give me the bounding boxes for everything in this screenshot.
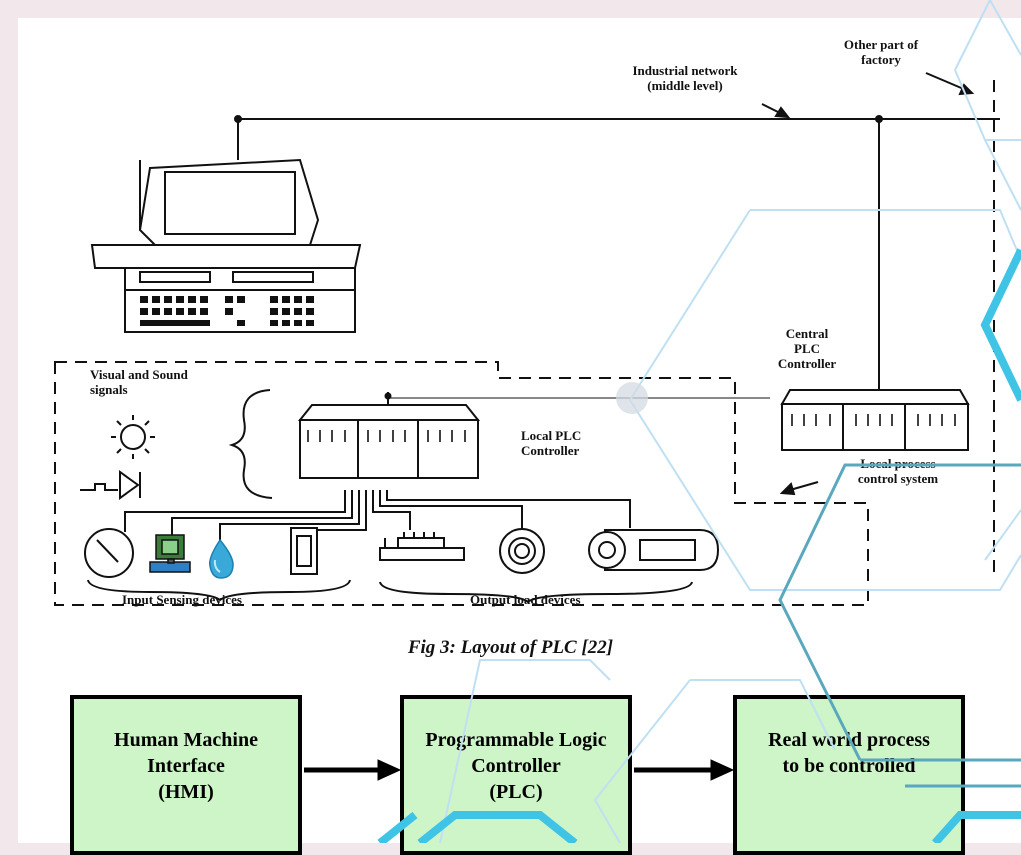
actuator-icon [379, 532, 465, 561]
gauge-icon [84, 528, 134, 578]
ring-icon [499, 528, 545, 574]
computer-icon [90, 158, 362, 333]
motor-icon [588, 529, 720, 571]
signals-brace [228, 389, 273, 499]
valve-icon [149, 534, 191, 573]
sun-icon [111, 415, 155, 459]
diode-icon [80, 470, 141, 500]
central-plc-rack-icon [780, 389, 970, 451]
input-devices-label: Input Sensing devices [122, 592, 242, 607]
input-devices-brace [87, 579, 351, 602]
figure-caption: Fig 3: Layout of PLC [22] [407, 637, 614, 658]
local-plc-rack-icon [297, 392, 481, 479]
switch-icon [290, 527, 318, 575]
water-drop-icon [208, 538, 234, 579]
network-label: Industrial network(middle level) [632, 63, 738, 93]
output-devices-label: Output load devices [470, 592, 581, 607]
output-devices-brace [379, 581, 693, 604]
